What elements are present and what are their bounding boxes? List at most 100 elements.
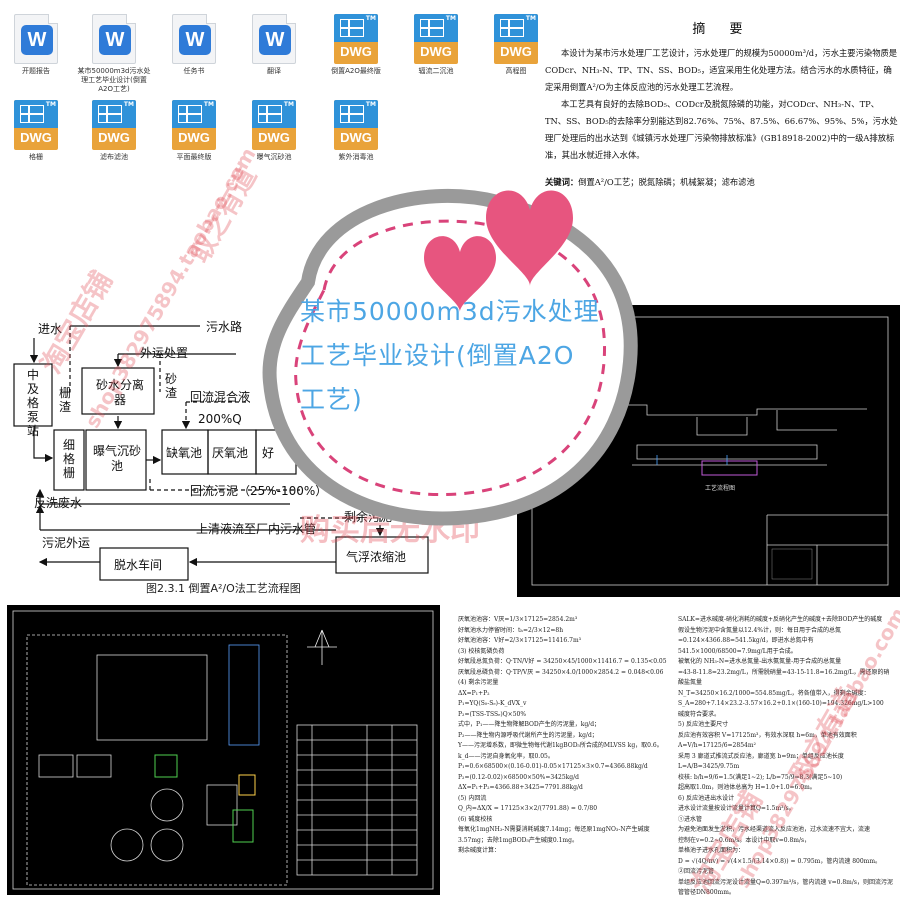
calc-line: Q_内=ΔX/X = 17125×3×2/(7791.88) = 0.7/80: [458, 805, 598, 812]
calc-line: P₂=(TSS-TSSₑ)Q×50%: [458, 710, 527, 718]
calc-line: 好氧池池容：V好=2/3×17125=11416.7m³: [458, 637, 582, 644]
flow-pump-station: 中及格泵站: [26, 368, 39, 438]
word-letter: W: [179, 25, 211, 55]
calc-line: 超高取1.0m，则池体总高为 H=1.0+1.0=6.0m。: [678, 784, 816, 791]
dwg-file-icon: TM DWG: [334, 100, 378, 150]
dwg-label: DWG: [420, 44, 452, 59]
flow-anoxic: 缺氧池: [166, 446, 203, 460]
calc-line: ΔX=P₁+P₂: [458, 689, 490, 697]
file-label: 某市50000m3d污水处理工艺毕业设计(倒置A2O工艺): [77, 67, 151, 93]
calc-line: 反应池有效容积 V=17125m³，有效水深取 h=6m，单池有效面积: [678, 731, 857, 739]
flow-return-mix: 回流混合液: [190, 390, 251, 404]
calc-line: N_T=34250×16.2/1000=554.85mg/L，将各值带入，得剩余…: [678, 689, 870, 697]
flow-sludge-out: 污泥外运: [42, 536, 91, 550]
abstract-paragraph-1: 本设计为某市污水处理厂工艺设计，污水处理厂的规模为50000m³/d，污水主要污…: [545, 48, 898, 92]
calc-line: SALK=进水碱度-硝化消耗的碱度+反硝化产生的碱度+去除BOD产生的碱度: [678, 616, 883, 623]
calc-line: 采用 3 廊道式推流式反应池，廊道宽 b=9m；单组反应池长度: [678, 752, 844, 760]
dwg-label: DWG: [20, 130, 52, 145]
heart-icon: [424, 236, 496, 312]
calc-line: L=A/B=3425/9.75m: [678, 763, 740, 770]
calc-line: A=V/h=17125/6=2854m²: [678, 742, 756, 749]
word-letter: W: [21, 25, 53, 55]
trademark-mark: TM: [525, 15, 536, 22]
file-label: 辐流二沉池: [418, 67, 454, 75]
flow-caption: 图2.3.1 倒置A²/O法工艺流程图: [146, 582, 301, 595]
abstract-paragraph-2: 本工艺具有良好的去除BOD₅、CODcr及脱氮除磷的功能，对CODcr、NH₃-…: [545, 99, 898, 160]
abstract-panel: 摘 要 本设计为某市污水处理厂工艺设计，污水处理厂的规模为50000m³/d，污…: [545, 18, 900, 228]
trademark-mark: TM: [203, 101, 214, 108]
file-item[interactable]: W 翻译: [235, 14, 313, 76]
flow-sand-residue: 砂渣: [164, 372, 177, 400]
trademark-mark: TM: [45, 101, 56, 108]
flow-dewatering: 脱水车间: [114, 558, 163, 572]
file-item[interactable]: W 开题报告: [0, 14, 75, 76]
file-label: 倒置A2O最终版: [331, 67, 381, 75]
file-item[interactable]: W 某市50000m3d污水处理工艺毕业设计(倒置A2O工艺): [75, 14, 153, 94]
flow-sand-separator: 砂水分离器: [95, 378, 144, 407]
flow-bar-screen-residue: 栅渣: [58, 386, 71, 414]
cad-site-lines: [12, 610, 434, 890]
keywords-text: 倒置A²/O工艺；脱氮除磷；机械絮凝；滤布滤池: [578, 177, 755, 187]
calc-line: P₁=0.6×68500×(0.16-0.01)-0.05×17125×3×0.…: [458, 763, 648, 770]
flow-sewage-route: 污水路: [206, 320, 243, 334]
calc-line: 控制在v=0.2~0.6m/s。本设计中取v=0.8m/s，: [678, 836, 811, 844]
calc-line: P₁=YQ(S₀-Sₑ)-K_dVX_v: [458, 700, 527, 707]
dwg-file-icon: TM DWG: [172, 100, 216, 150]
dwg-label: DWG: [258, 130, 290, 145]
process-flow-diagram: 进水 污水路 外运处置 中及格泵站 栅渣 砂水分离器 砂渣 回流混合液 200%…: [0, 292, 520, 602]
dwg-label: DWG: [340, 44, 372, 59]
flow-anaerobic: 厌氧池: [212, 446, 249, 460]
cad-site-plan: [7, 605, 440, 895]
calc-line: 式中，P₁——降生物降解BOD产生的污泥量，kg/d；: [458, 721, 601, 728]
calc-line: (4) 剩余污泥量: [458, 679, 499, 686]
calc-line: D = √(4Q/πv) = √(4×1.5/(3.14×0.8)) = 0.7…: [678, 857, 882, 865]
calc-line: 5) 反应池主要尺寸: [678, 721, 729, 728]
word-file-icon: W: [252, 14, 296, 64]
calc-line: ΔX=P₁+P₂=4366.88+3425=7791.88kg/d: [458, 784, 583, 791]
calc-line: 校核: b/h=9/6=1.5(满足1~2); L/b=75/9=8.3(满足5…: [678, 773, 843, 781]
calc-line: 为避免池面发生淤积，污水经渠道流入反应池池，过水流速不宜大，流速: [678, 826, 871, 833]
calc-line: 好氧池水力停留时间：tₕ=2/3×12=8h: [458, 626, 564, 634]
dwg-file-icon: TM DWG: [14, 100, 58, 150]
file-label: 翻译: [267, 67, 281, 75]
calc-line: 单组反应池回流污泥设计流量Q=0.397m³/s，管内流速 v=0.8m/s，则…: [678, 878, 893, 886]
word-letter: W: [99, 25, 131, 55]
flow-external-transport: 外运处置: [140, 346, 189, 360]
trademark-mark: TM: [123, 101, 134, 108]
file-label: 开题报告: [22, 67, 50, 75]
calc-line: =0.124×4366.88=541.5kg/d，即进水总氮中有 541.5×1…: [678, 637, 814, 655]
word-file-icon: W: [172, 14, 216, 64]
calc-line: (6) 碱度校核: [458, 815, 493, 823]
abstract-keywords: 关键词：倒置A²/O工艺；脱氮除磷；机械絮凝；滤布滤池: [545, 176, 900, 188]
calc-line: 被氧化的 NH₃-N=进水总氮量-出水氨氮量-用于合成的总氮量: [678, 658, 842, 665]
abstract-title: 摘 要: [692, 22, 753, 37]
flow-backwash: 反洗废水: [34, 496, 83, 510]
calc-line: 假设生物污泥中含氮量以12.4%计，则：每日用于合成的总氮: [678, 626, 842, 634]
calc-line: ①进水管: [678, 815, 703, 823]
trademark-mark: TM: [365, 101, 376, 108]
flow-return-sludge: 回流污泥（25%-100%）Q: [190, 484, 337, 498]
calc-right-column: SALK=进水碱度-硝化消耗的碱度+反硝化产生的碱度+去除BOD产生的碱度假设生…: [678, 615, 893, 899]
calc-line: 厌氧段总磷负荷：Q·TP/V厌 = 34250×4.0/1000×2854.2 …: [458, 668, 664, 676]
calc-line: (3) 校核氮磷负荷: [458, 647, 505, 655]
calc-line: 管管径DN800mm。: [678, 889, 735, 896]
dwg-label: DWG: [178, 130, 210, 145]
badge-title: 某市50000m3d污水处理工艺毕业设计(倒置A2O工艺): [300, 297, 600, 414]
word-file-icon: W: [92, 14, 136, 64]
dwg-label: DWG: [340, 130, 372, 145]
keywords-label: 关键词：: [545, 177, 579, 187]
